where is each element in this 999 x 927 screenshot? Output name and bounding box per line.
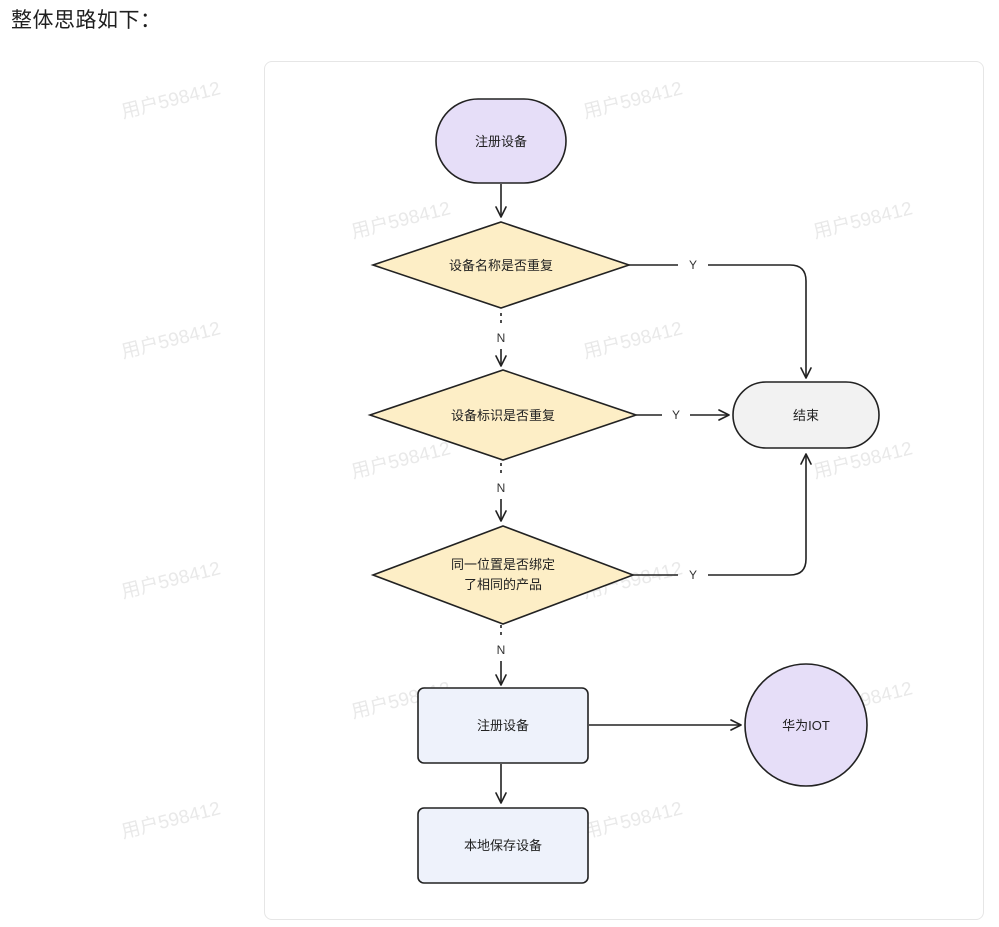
process-register-device (417, 687, 589, 764)
decision-name-label: 设备名称是否重复 (449, 258, 553, 273)
edge-label-id-no: N (497, 481, 506, 495)
edge-label-name-yes: Y (689, 258, 697, 272)
edge-name-yes (629, 264, 806, 378)
huawei-iot-node (744, 663, 868, 787)
edge-pos-yes (633, 454, 806, 576)
edge-label-name-no: N (497, 331, 506, 345)
edge-label-pos-no: N (497, 643, 506, 657)
decision-id-label: 设备标识是否重复 (451, 408, 555, 423)
decision-id-duplicate (367, 369, 639, 461)
start-node (435, 98, 567, 184)
end-node (732, 381, 880, 449)
huawei-iot-label: 华为IOT (782, 718, 830, 733)
diagram-card (264, 61, 984, 920)
decision-position-label-2: 了相同的产品 (464, 577, 542, 592)
edge-label-id-yes: Y (672, 408, 680, 422)
decision-position-label-1: 同一位置是否绑定 (451, 557, 555, 572)
process-register-label: 注册设备 (477, 718, 529, 733)
edge-label-pos-yes: Y (689, 568, 697, 582)
process-save-device (417, 807, 589, 884)
process-save-label: 本地保存设备 (464, 838, 542, 853)
page-heading: 整体思路如下： (11, 9, 162, 32)
decision-name-duplicate (370, 221, 632, 309)
end-node-label: 结束 (793, 408, 819, 423)
start-node-label: 注册设备 (475, 134, 527, 149)
decision-position-bound (370, 525, 636, 625)
